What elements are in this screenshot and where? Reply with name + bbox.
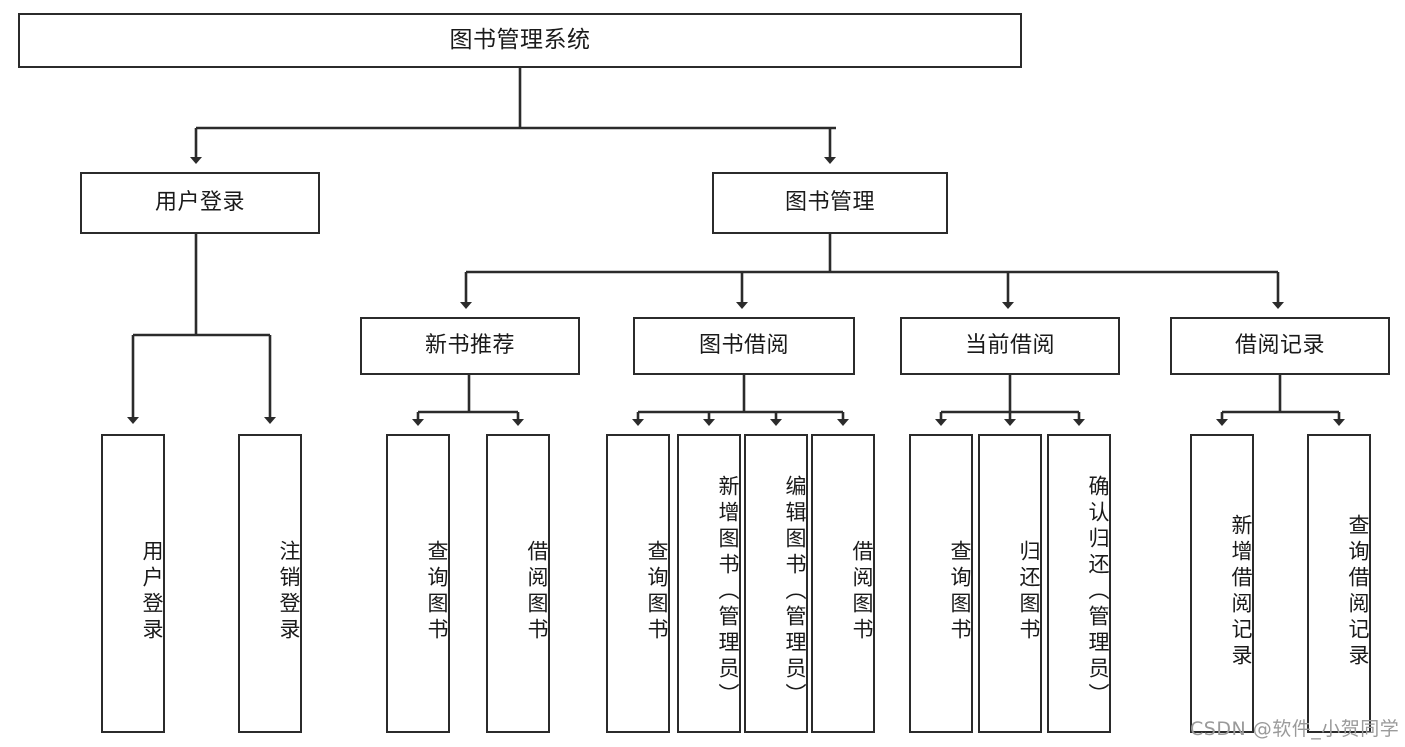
node-label: 借阅图书 [525,539,549,644]
node-label: 借阅图书 [850,539,874,644]
leaf-query-borrow-record[interactable]: 查询借阅记录 [1307,434,1371,733]
node-borrow-record[interactable]: 借阅记录 [1170,317,1390,375]
leaf-borrow-book[interactable]: 借阅图书 [811,434,875,733]
node-label: 借阅记录 [1234,332,1325,358]
node-label: 新书推荐 [424,332,515,358]
node-new-book-recommend[interactable]: 新书推荐 [360,317,580,375]
node-label: 查询图书 [948,539,972,644]
node-label: 图书借阅 [698,332,789,358]
leaf-query-book-borrow[interactable]: 查询图书 [606,434,670,733]
leaf-query-book-recommend[interactable]: 查询图书 [386,434,450,733]
node-label: 确认归还（管理员） [1086,474,1110,709]
node-label: 新增图书（管理员） [716,474,740,709]
node-book-management[interactable]: 图书管理 [712,172,948,234]
node-root-system[interactable]: 图书管理系统 [18,13,1022,68]
node-label: 归还图书 [1017,539,1041,644]
node-label: 查询借阅记录 [1346,513,1370,670]
leaf-edit-book-admin[interactable]: 编辑图书（管理员） [744,434,808,733]
node-current-borrow[interactable]: 当前借阅 [900,317,1120,375]
leaf-confirm-return-admin[interactable]: 确认归还（管理员） [1047,434,1111,733]
node-user-login[interactable]: 用户登录 [80,172,320,234]
node-label: 用户登录 [140,539,164,644]
leaf-query-book-current[interactable]: 查询图书 [909,434,973,733]
node-label: 查询图书 [645,539,669,644]
node-label: 图书管理系统 [449,26,591,53]
node-label: 新增借阅记录 [1229,513,1253,670]
node-label: 用户登录 [154,189,245,215]
node-book-borrow[interactable]: 图书借阅 [633,317,855,375]
leaf-logout[interactable]: 注销登录 [238,434,302,733]
csdn-watermark: CSDN @软件_小贺同学 [1190,718,1400,740]
node-label: 当前借阅 [964,332,1055,358]
node-label: 查询图书 [425,539,449,644]
node-label: 图书管理 [784,189,875,215]
leaf-user-login[interactable]: 用户登录 [101,434,165,733]
node-label: 注销登录 [277,539,301,644]
leaf-borrow-book-recommend[interactable]: 借阅图书 [486,434,550,733]
node-label: 编辑图书（管理员） [783,474,807,709]
leaf-add-book-admin[interactable]: 新增图书（管理员） [677,434,741,733]
leaf-add-borrow-record[interactable]: 新增借阅记录 [1190,434,1254,733]
leaf-return-book[interactable]: 归还图书 [978,434,1042,733]
